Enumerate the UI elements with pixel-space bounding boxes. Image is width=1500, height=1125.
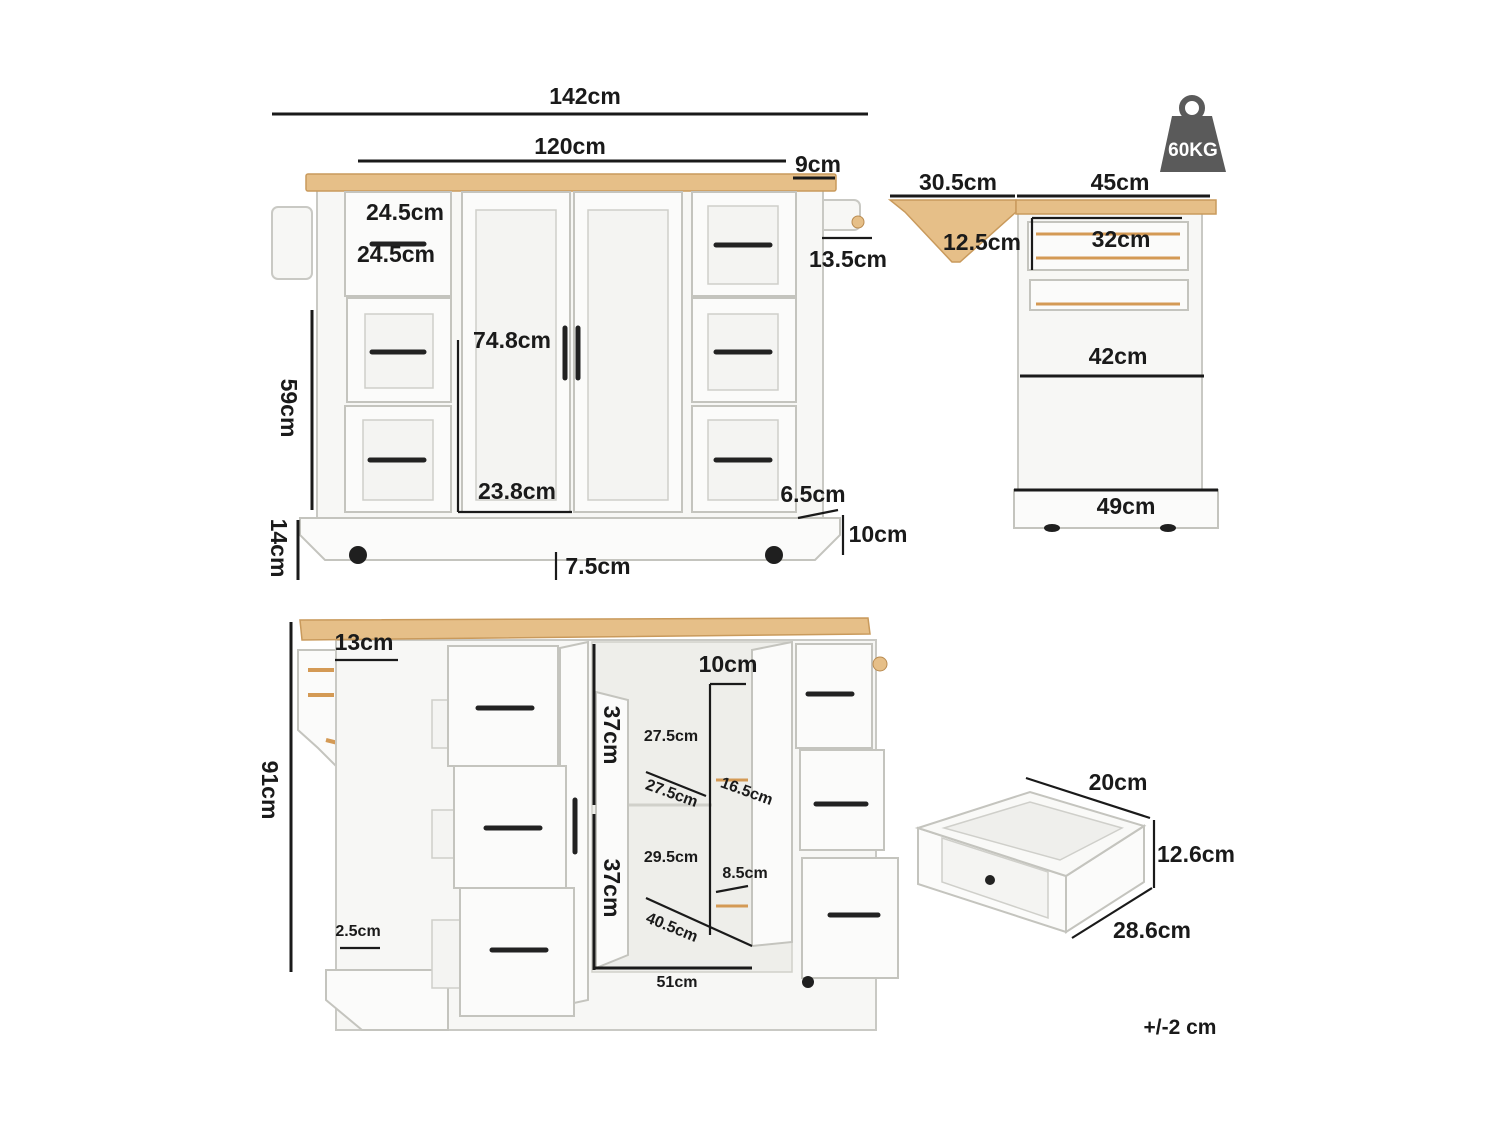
wheel-icon	[765, 546, 783, 564]
weight-icon: 60KG	[1160, 95, 1226, 172]
open-countertop	[299, 617, 871, 641]
wheel-icon	[349, 546, 367, 564]
label-max-load: 60KG	[1168, 140, 1218, 161]
label-total-height: 91cm	[257, 761, 283, 820]
open-base-corner	[325, 969, 449, 1031]
label-door-height: 74.8cm	[473, 327, 551, 353]
side-towel-rack	[297, 649, 337, 769]
label-door-rail: 8.5cm	[722, 865, 767, 882]
label-door-width: 23.8cm	[478, 478, 556, 504]
label-inner-width: 51cm	[657, 974, 698, 991]
drawer-front	[799, 749, 885, 851]
door-inset	[475, 209, 557, 501]
front-view: 142cm 120cm 9cm 24.5cm 24.5cm 13.5cm 74.…	[266, 83, 907, 580]
label-overall-width: 142cm	[549, 83, 621, 109]
cabinet-base	[299, 517, 841, 561]
dim-line-drawer-width	[1025, 776, 1151, 820]
door-shelf-left	[595, 690, 629, 970]
label-lower-shelf-depth: 29.5cm	[644, 849, 698, 866]
label-lower-height: 37cm	[599, 859, 625, 918]
label-body-height: 59cm	[276, 379, 302, 438]
dim-line-corner	[797, 508, 839, 520]
label-drawer-height: 12.6cm	[1157, 841, 1235, 867]
label-side-handle: 13.5cm	[809, 246, 887, 272]
label-tolerance: +/-2 cm	[1144, 1016, 1217, 1039]
drawer-knob-icon	[985, 875, 995, 885]
open-door-right	[751, 640, 793, 948]
label-upper-shelf-depth: 27.5cm	[644, 728, 698, 745]
label-drawer-width: 24.5cm	[366, 199, 444, 225]
dim-line-door-rail	[715, 884, 749, 894]
label-top-width: 120cm	[534, 133, 606, 159]
label-rack-width: 32cm	[1092, 226, 1151, 252]
label-body-depth: 42cm	[1089, 343, 1148, 369]
drawer-side	[431, 919, 461, 989]
dim-line-drawer-depth	[1071, 887, 1153, 939]
open-view: 13cm 10cm 27.5cm 27.5cm 16.5cm 29.5cm 8.…	[257, 617, 899, 1031]
label-overhang: 9cm	[795, 151, 841, 177]
label-shelf-gap: 10cm	[699, 651, 758, 677]
label-base-depth: 49cm	[1097, 493, 1156, 519]
label-drawer-depth: 28.6cm	[1113, 917, 1191, 943]
spice-rack	[1027, 221, 1189, 271]
label-top-depth: 45cm	[1091, 169, 1150, 195]
wheel-icon	[1044, 524, 1060, 532]
wheel-icon	[802, 976, 814, 988]
label-rack-height: 12.5cm	[943, 229, 1021, 255]
knob-icon	[851, 215, 865, 229]
label-drop-leaf: 30.5cm	[919, 169, 997, 195]
drawer-detail: 20cm 12.6cm 28.6cm	[914, 769, 1235, 943]
label-base-lift: 10cm	[849, 521, 908, 547]
dim-line-shelf-width	[645, 770, 707, 798]
countertop	[305, 173, 837, 192]
label-drawer-depth: 24.5cm	[357, 241, 435, 267]
drawer-box-interior	[941, 801, 1125, 861]
dim-line-diagonal	[645, 896, 753, 948]
drawer-front-inset	[941, 836, 1049, 920]
label-towel-bar: 13cm	[335, 629, 394, 655]
open-drawer	[801, 857, 899, 979]
door-inset	[587, 209, 669, 501]
drawer-side	[431, 809, 455, 859]
wheel-icon	[1160, 524, 1176, 532]
label-upper-height: 37cm	[599, 706, 625, 765]
label-base-height: 14cm	[266, 519, 292, 578]
label-small-gap: 2.5cm	[335, 923, 380, 940]
side-countertop	[1015, 199, 1217, 215]
label-corner: 6.5cm	[780, 481, 845, 507]
side-view: 60KG 30.5cm 45cm 12.5cm 32cm 42cm 49cm	[887, 95, 1226, 532]
label-wheel-height: 7.5cm	[565, 553, 630, 579]
side-towel-rack	[271, 206, 313, 280]
knob-icon	[872, 656, 888, 672]
label-drawer-width: 20cm	[1089, 769, 1148, 795]
